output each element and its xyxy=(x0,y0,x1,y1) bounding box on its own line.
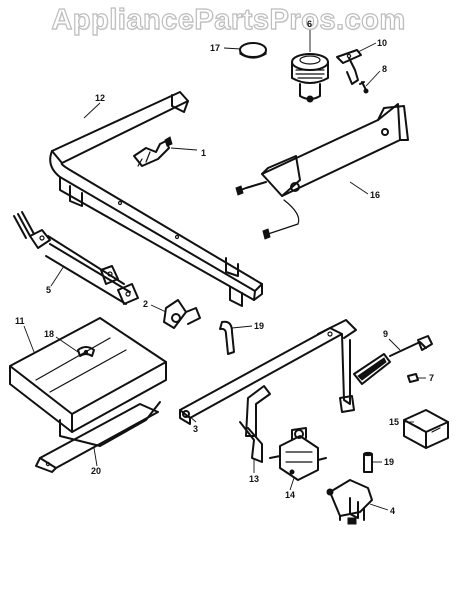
leader-lines xyxy=(23,30,426,511)
part-9-igniter xyxy=(353,335,433,385)
callout-2: 2 xyxy=(143,299,148,309)
callout-14: 14 xyxy=(285,490,295,500)
callout-17: 17 xyxy=(210,43,220,53)
callout-7: 7 xyxy=(429,373,434,383)
part-17-burner-cap xyxy=(239,42,267,59)
callout-1: 1 xyxy=(201,148,206,158)
part-3-manifold xyxy=(179,319,357,425)
part-15-switch xyxy=(403,409,449,449)
part-16-bracket-tube xyxy=(235,103,409,240)
part-2-elbow xyxy=(163,299,201,329)
watermark: AppliancePartsPros.com xyxy=(51,3,406,36)
callout-15: 15 xyxy=(389,417,399,427)
callout-16: 16 xyxy=(370,190,380,200)
part-11-heat-shield xyxy=(9,317,167,447)
part-19-spacer-lower xyxy=(363,451,373,473)
part-4-valve xyxy=(326,479,373,525)
callout-5: 5 xyxy=(46,285,51,295)
callout-numbers: 17 6 10 8 12 1 16 5 2 19 11 18 9 7 3 15 … xyxy=(15,19,434,516)
part-10-bracket xyxy=(336,49,362,85)
part-5-harness xyxy=(13,211,139,305)
callout-19-lower: 19 xyxy=(384,457,394,467)
callout-3: 3 xyxy=(193,424,198,434)
part-13-tube xyxy=(239,385,271,463)
callout-8: 8 xyxy=(382,64,387,74)
part-8-screw xyxy=(359,81,369,94)
part-1-orifice xyxy=(133,136,173,167)
part-14-valve xyxy=(269,427,327,481)
part-7-screw xyxy=(407,373,419,383)
callout-12: 12 xyxy=(95,93,105,103)
callout-4: 4 xyxy=(390,506,395,516)
callout-19-upper: 19 xyxy=(254,321,264,331)
callout-20: 20 xyxy=(91,466,101,476)
callout-9: 9 xyxy=(383,329,388,339)
callout-18: 18 xyxy=(44,329,54,339)
part-6-burner xyxy=(291,53,329,103)
callout-11: 11 xyxy=(15,316,25,326)
part-20-bracket xyxy=(35,403,159,473)
part-12-frame xyxy=(49,91,263,307)
part-19-tube-upper xyxy=(219,320,235,355)
callout-13: 13 xyxy=(249,474,259,484)
part-18-clip xyxy=(77,346,95,357)
callout-10: 10 xyxy=(377,38,387,48)
callout-6: 6 xyxy=(307,19,312,29)
